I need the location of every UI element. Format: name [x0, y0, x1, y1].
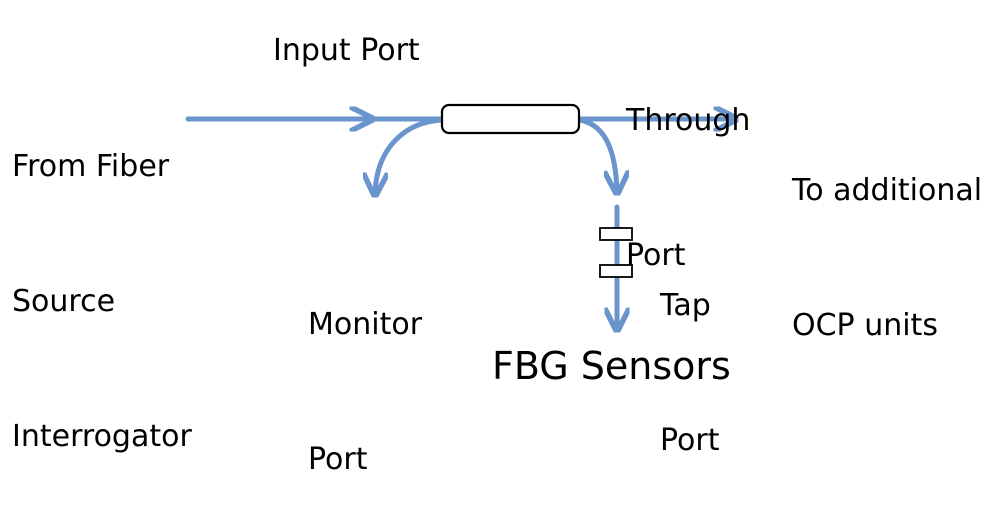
fbg-sensors-label: FBG Sensors: [492, 344, 731, 388]
to-additional-label-line-1: To additional: [792, 173, 983, 208]
coupler-body: [440, 103, 581, 135]
through-port-label-line-1: Through: [626, 103, 751, 138]
coupler-diagram: [185, 103, 739, 333]
input-port-label: Input Port: [273, 33, 420, 68]
tap-port-label-line-2: Port: [660, 423, 720, 458]
fbg-grating-upper: [599, 227, 633, 241]
tap-port-label-line-1: Tap: [660, 288, 711, 323]
source-label: From Fiber Source Interrogator: [12, 54, 192, 504]
tap-branch-fiber: [576, 117, 617, 193]
source-label-line-2: Source: [12, 284, 116, 319]
to-additional-label: To additional OCP units: [792, 78, 982, 393]
fbg-grating-lower: [599, 264, 633, 278]
monitor-branch-fiber: [375, 117, 445, 195]
through-port-label-line-2: Port: [626, 238, 686, 273]
source-label-line-1: From Fiber: [12, 149, 170, 184]
monitor-port-label-line-1: Monitor: [308, 307, 423, 342]
monitor-port-label: Monitor Port: [308, 212, 422, 527]
to-additional-label-line-2: OCP units: [792, 308, 938, 343]
source-label-line-3: Interrogator: [12, 419, 192, 454]
through-port-label: Through Port: [626, 8, 750, 323]
monitor-port-label-line-2: Port: [308, 442, 368, 477]
